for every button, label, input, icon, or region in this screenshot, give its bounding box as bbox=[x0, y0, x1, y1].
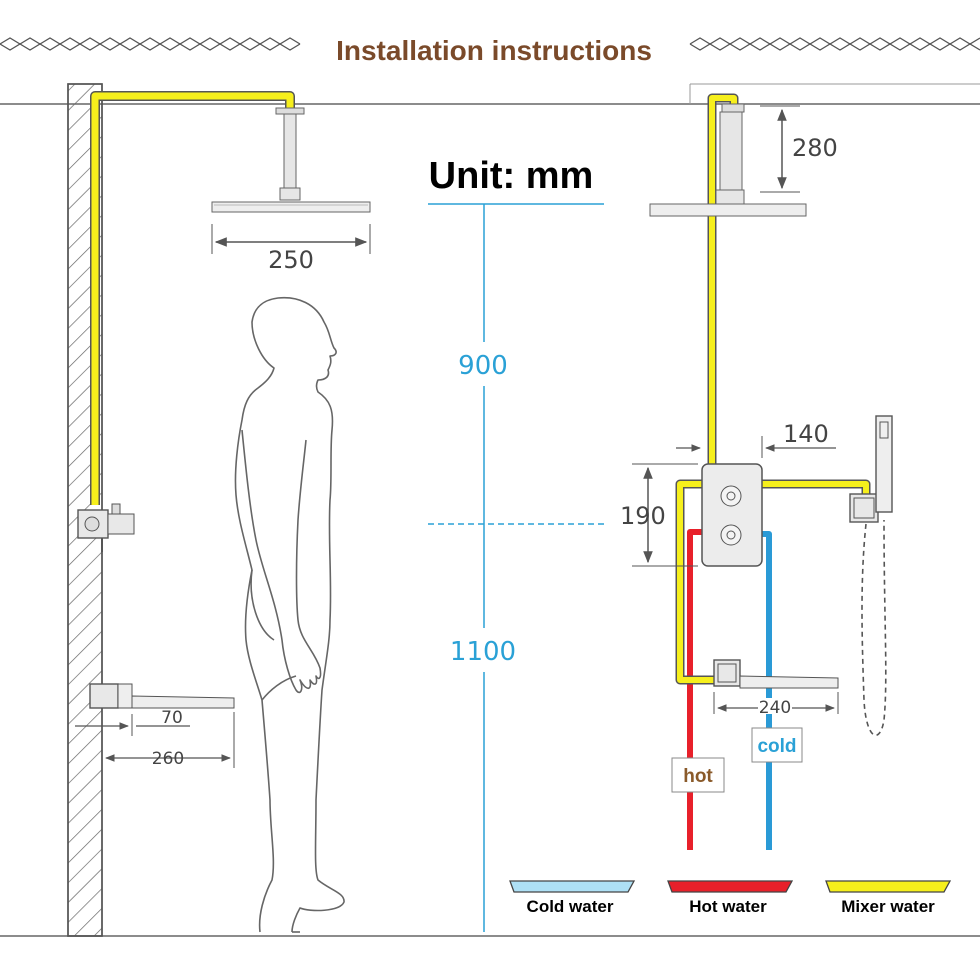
label-valve-offset: 140 bbox=[783, 420, 829, 448]
hot-tag-label: hot bbox=[683, 766, 713, 787]
dim-190: 190 bbox=[620, 463, 698, 567]
label-upper-height: 900 bbox=[458, 351, 508, 381]
hot-pipe bbox=[687, 529, 702, 850]
label-spout-depth: 70 bbox=[161, 708, 183, 728]
dim-70: 70 bbox=[75, 708, 190, 736]
header-left-decoration bbox=[0, 37, 301, 51]
dim-250: 250 bbox=[211, 224, 371, 274]
legend-item-mixer: Mixer water bbox=[825, 880, 952, 916]
shower-head-right bbox=[649, 103, 807, 217]
center-dimension: 900 1100 bbox=[428, 203, 604, 932]
dim-260: 260 bbox=[105, 712, 235, 769]
header-right-decoration bbox=[689, 37, 980, 51]
label-arm-height: 280 bbox=[792, 134, 838, 162]
spout-left bbox=[89, 683, 235, 709]
mixer-pipes-right bbox=[675, 93, 871, 685]
cold-pipe bbox=[760, 531, 772, 850]
valve-left bbox=[77, 503, 135, 552]
spout-right bbox=[713, 659, 839, 689]
mixer-pipe-left bbox=[90, 91, 295, 505]
label-spout-length: 260 bbox=[152, 749, 184, 769]
label-lower-height: 1100 bbox=[450, 637, 516, 667]
legend-label-hot: Hot water bbox=[689, 897, 767, 916]
label-valve-height: 190 bbox=[620, 502, 666, 530]
legend: Cold water Hot water Mixer water bbox=[509, 880, 952, 916]
legend-item-hot: Hot water bbox=[667, 880, 794, 916]
page-title: Installation instructions bbox=[336, 35, 652, 66]
legend-label-mixer: Mixer water bbox=[841, 897, 935, 916]
dim-240: 240 bbox=[713, 692, 839, 718]
label-spout-width: 240 bbox=[759, 698, 791, 718]
human-silhouette bbox=[234, 296, 345, 933]
cold-tag-label: cold bbox=[757, 736, 796, 757]
dim-280: 280 bbox=[760, 105, 838, 193]
valve-right bbox=[701, 463, 763, 567]
handheld-shower bbox=[849, 415, 893, 736]
dim-140: 140 bbox=[676, 420, 836, 458]
label-shower-head-width: 250 bbox=[268, 246, 314, 274]
legend-item-cold: Cold water bbox=[509, 880, 636, 916]
unit-label: Unit: mm bbox=[429, 155, 594, 197]
room-outline bbox=[0, 83, 980, 937]
shower-head-left bbox=[211, 107, 371, 213]
hot-tag: hot bbox=[671, 757, 725, 793]
cold-tag: cold bbox=[751, 727, 803, 763]
legend-label-cold: Cold water bbox=[527, 897, 614, 916]
